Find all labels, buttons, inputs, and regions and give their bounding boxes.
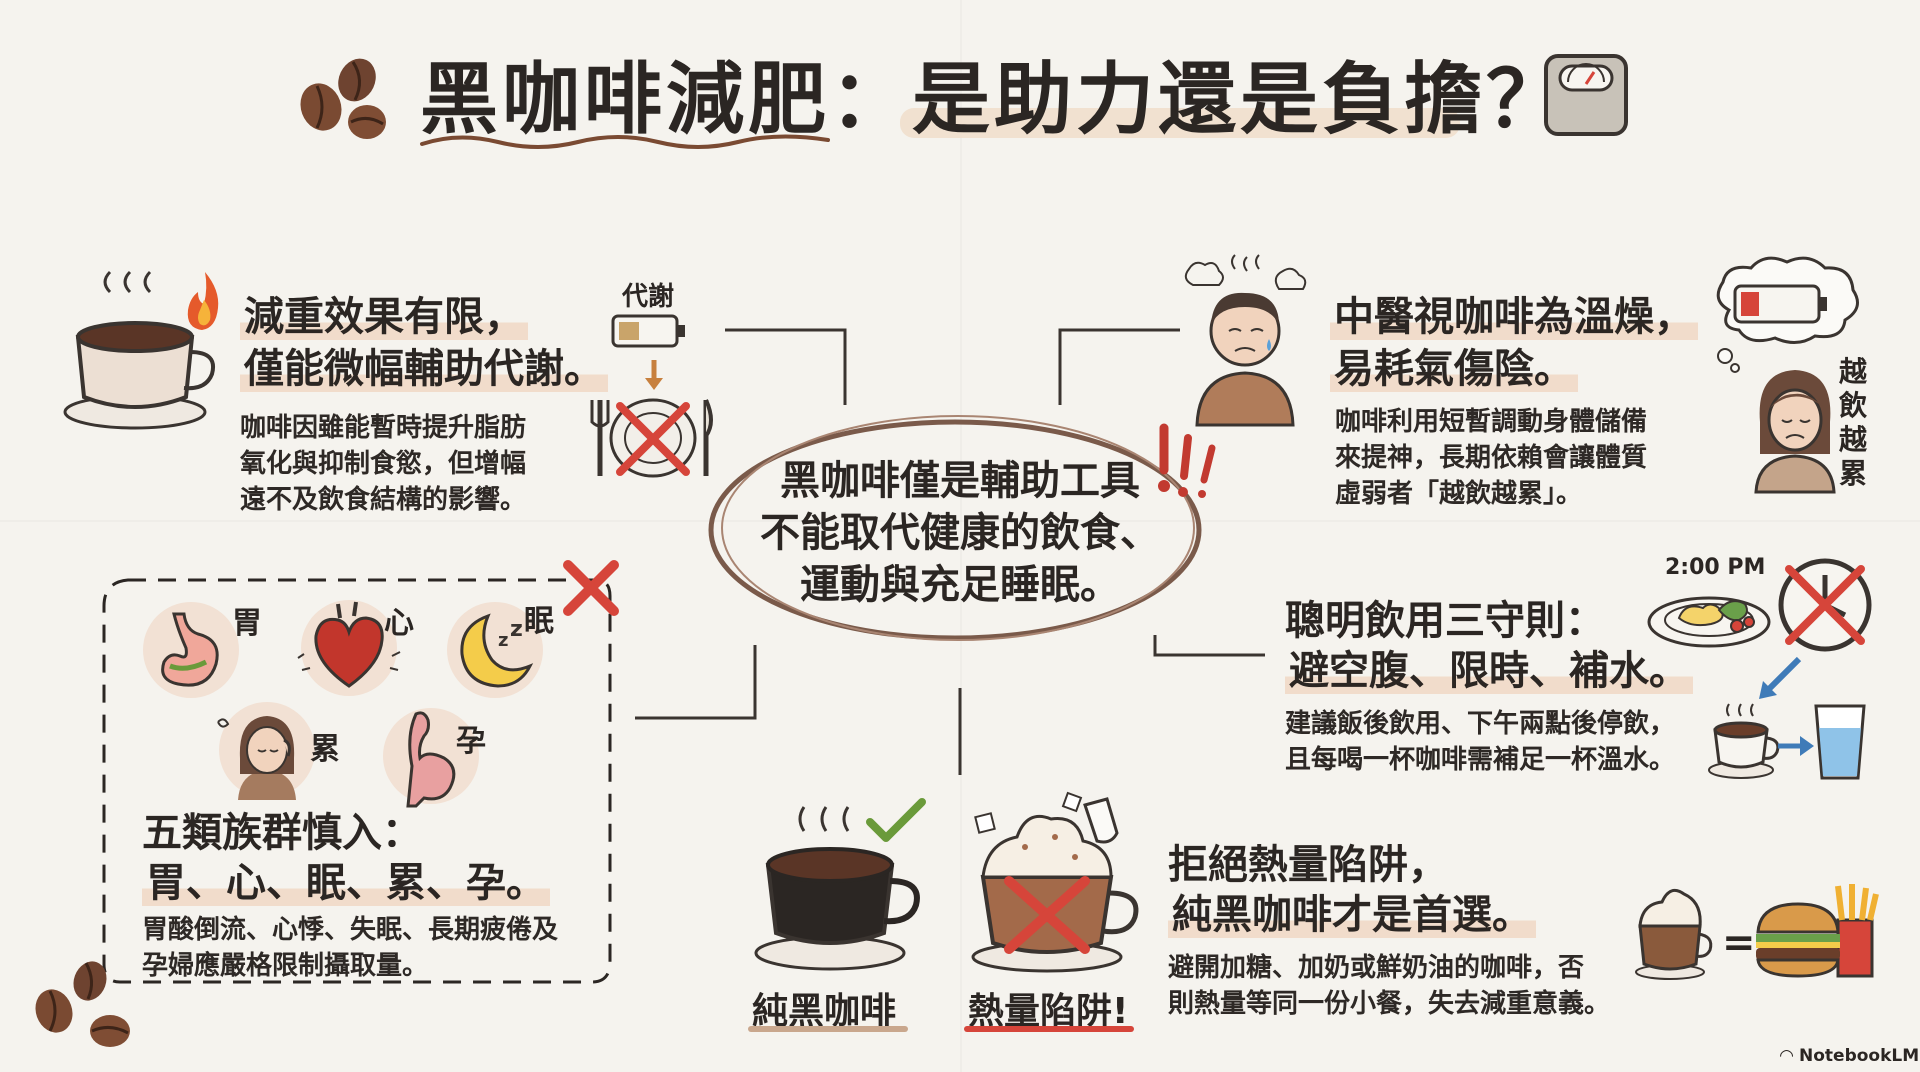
burger-fries-icon [1756, 884, 1879, 978]
heart-label: 心 [384, 606, 414, 641]
weight-heading-1: 減重效果有限， [240, 292, 528, 342]
calorie-body-line-2: 則熱量等同一份小餐，失去減重意義。 [1168, 989, 1611, 1019]
clock-icon [1778, 558, 1872, 652]
rules-body-line-2: 且每喝一杯咖啡需補足一杯溫水。 [1285, 745, 1676, 775]
center-message: 黑咖啡僅是輔助工具 不能取代健康的飲食、 運動與充足睡眠。 [700, 455, 1220, 611]
rules-body: 建議飯後飲用、下午兩點後停飲， 且每喝一杯咖啡需補足一杯溫水。 [1285, 706, 1675, 778]
tired-label: 累 [310, 732, 340, 767]
weight-body: 咖啡因雖能暫時提升脂肪 氧化與抑制食慾，但增幅 遠不及飲食結構的影響。 [240, 410, 526, 518]
title-underline [420, 134, 830, 149]
heart-icon [297, 600, 401, 696]
calorie-heading-1: 拒絕熱量陷阱， [1168, 842, 1448, 888]
page-title: 黑咖啡減肥：是助力還是負擔？ [420, 55, 1569, 145]
calorie-heading-2: 純黑咖啡才是首選。 [1168, 890, 1536, 940]
rules-body-line-1: 建議飯後飲用、下午兩點後停飲， [1285, 709, 1676, 739]
tired-man-icon [1184, 254, 1307, 427]
stomach-label: 胃 [232, 606, 262, 641]
scale-icon [1544, 54, 1628, 136]
weight-body-line-2: 氧化與抑制食慾，但增幅 [240, 449, 527, 479]
title-highlight [900, 108, 1460, 138]
arrow-down-icon [645, 360, 663, 390]
coffee-beans-icon-bottom [35, 961, 130, 1047]
rules-heading-2: 避空腹、限時、補水。 [1285, 646, 1693, 696]
arrow-diagonal-icon [1759, 656, 1802, 699]
svg-text:z: z [510, 617, 523, 642]
pure-coffee-label: 純黑咖啡 [752, 991, 897, 1032]
time-label: 2:00 PM [1665, 555, 1766, 580]
red-cross-icon [563, 560, 619, 616]
no-eating-icon [590, 398, 713, 478]
water-glass-icon [1814, 704, 1866, 780]
svg-text:z: z [498, 630, 508, 651]
vertical-label: 越 飲 越 累 [1838, 355, 1868, 491]
caution-body-line-1: 胃酸倒流、心悸、失眠、長期疲倦及 [142, 915, 559, 945]
meal-icon [1647, 596, 1771, 648]
tcm-body-line-3: 虛弱者「越飲越累」。 [1335, 479, 1583, 509]
arrow-right-icon [1778, 736, 1814, 756]
sleep-label: 眠 [524, 604, 554, 639]
exclamation-icon [1158, 423, 1216, 498]
equals-sign: = [1722, 920, 1756, 966]
vertical-char-1: 越 [1838, 355, 1867, 388]
tcm-body: 咖啡利用短暫調動身體儲備 來提神，長期依賴會讓體質 虛弱者「越飲越累」。 [1335, 404, 1647, 512]
pregnant-icon [383, 708, 479, 808]
calorie-trap-label: 熱量陷阱! [968, 991, 1129, 1032]
calorie-trap-underline [964, 1026, 1134, 1032]
tcm-body-line-1: 咖啡利用短暫調動身體儲備 [1335, 407, 1648, 437]
latte-icon [971, 791, 1139, 973]
calorie-body-line-1: 避開加糖、加奶或鮮奶油的咖啡，否 [1168, 953, 1585, 983]
caution-heading-1: 五類族群慎入： [142, 810, 422, 856]
pregnancy-label: 孕 [456, 724, 486, 759]
black-coffee-icon [754, 806, 920, 971]
tcm-heading-1: 中醫視咖啡為溫燥， [1330, 292, 1698, 342]
rules-heading-1: 聰明飲用三守則： [1285, 598, 1605, 644]
pure-coffee-underline [748, 1026, 908, 1032]
brand-icon: ◠ [1780, 1046, 1799, 1066]
battery-icon [611, 314, 685, 348]
check-icon [866, 798, 926, 842]
caution-body-line-2: 孕婦應嚴格限制攝取量。 [142, 951, 429, 981]
brand-label: NotebookLM [1799, 1046, 1920, 1066]
tcm-body-line-2: 來提神，長期依賴會讓體質 [1335, 443, 1648, 473]
coffee-beans-icon [300, 58, 386, 139]
weight-heading-2: 僅能微幅輔助代謝。 [240, 344, 608, 394]
center-line-3: 運動與充足睡眠。 [800, 562, 1120, 608]
flame-icon [187, 272, 219, 330]
weight-body-line-3: 遠不及飲食結構的影響。 [240, 485, 527, 515]
stomach-icon [143, 602, 239, 698]
tired-woman-icon [217, 702, 315, 800]
metabolism-label: 代謝 [622, 282, 675, 312]
vertical-char-3: 越 [1838, 423, 1867, 456]
caution-heading-2: 胃、心、眠、累、孕。 [142, 858, 550, 908]
tcm-heading-2: 易耗氣傷陰。 [1330, 344, 1578, 394]
caution-body: 胃酸倒流、心悸、失眠、長期疲倦及 孕婦應嚴格限制攝取量。 [142, 912, 558, 984]
sad-woman-icon [1754, 370, 1836, 494]
small-latte-icon [1635, 888, 1713, 980]
brand-footer: ◠ NotebookLM [1780, 1046, 1919, 1066]
coffee-cup-icon [63, 270, 215, 430]
center-line-1: 黑咖啡僅是輔助工具 [780, 458, 1140, 504]
center-ellipse [708, 415, 1202, 641]
small-coffee-cup-icon [1708, 703, 1780, 779]
low-battery-thought-icon [1716, 256, 1859, 373]
vertical-char-2: 飲 [1838, 389, 1867, 422]
caution-box-border [102, 578, 612, 984]
moon-icon: z z [447, 602, 543, 698]
weight-body-line-1: 咖啡因雖能暫時提升脂肪 [240, 413, 527, 443]
calorie-body: 避開加糖、加奶或鮮奶油的咖啡，否 則熱量等同一份小餐，失去減重意義。 [1168, 950, 1610, 1022]
vertical-char-4: 累 [1838, 457, 1867, 490]
center-line-2: 不能取代健康的飲食、 [760, 510, 1160, 556]
